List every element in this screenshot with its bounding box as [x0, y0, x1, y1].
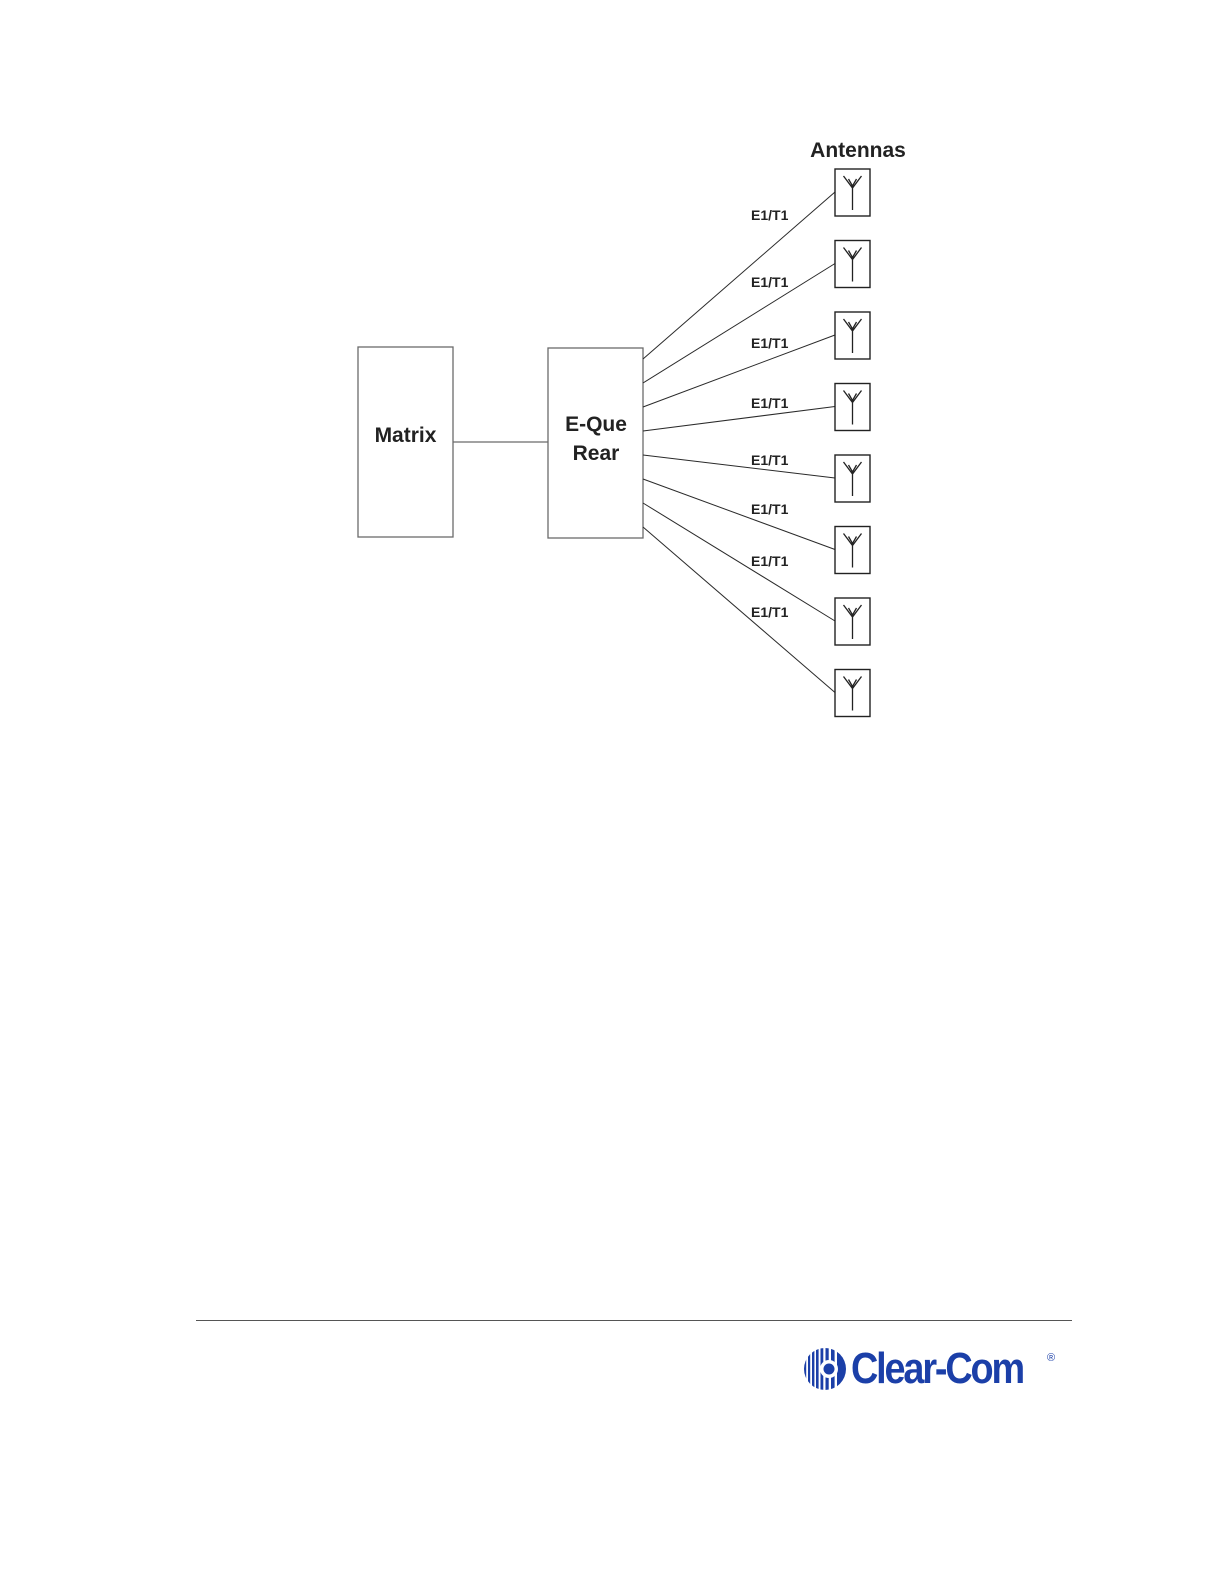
e1t1-link-label: E1/T1	[751, 553, 789, 569]
clear-com-logo-mark-icon	[803, 1344, 847, 1394]
antenna	[835, 241, 870, 288]
e1t1-link-line	[643, 455, 835, 478]
antenna	[835, 527, 870, 574]
e1t1-link-label: E1/T1	[751, 604, 789, 620]
antenna-list	[835, 169, 870, 717]
e1t1-link-line	[643, 407, 835, 432]
e1t1-link-line	[643, 264, 835, 384]
clear-com-logo: Clear-Com ®	[803, 1344, 1051, 1394]
antennas-header: Antennas	[810, 139, 906, 162]
e1t1-link-line	[643, 479, 835, 550]
footer-divider	[196, 1320, 1072, 1321]
eque-rear-node: E-Que Rear	[548, 348, 643, 538]
antenna	[835, 312, 870, 359]
matrix-label: Matrix	[375, 424, 437, 447]
registered-mark: ®	[1047, 1352, 1055, 1364]
e1t1-link-label: E1/T1	[751, 452, 789, 468]
e1t1-link-label: E1/T1	[751, 395, 789, 411]
antenna	[835, 384, 870, 431]
e1t1-link-line	[643, 335, 835, 407]
e1t1-link-label: E1/T1	[751, 335, 789, 351]
clear-com-wordmark: Clear-Com	[851, 1344, 1023, 1394]
eque-label-line1: E-Que	[565, 413, 627, 436]
e1t1-link-label: E1/T1	[751, 501, 789, 517]
e1t1-link-label: E1/T1	[751, 207, 789, 223]
e1t1-link-label: E1/T1	[751, 274, 789, 290]
antenna	[835, 670, 870, 717]
antenna	[835, 169, 870, 216]
eque-label-line2: Rear	[573, 442, 620, 465]
matrix-node: Matrix	[358, 347, 453, 537]
e1t1-link-line	[643, 192, 835, 359]
antenna	[835, 598, 870, 645]
e1t1-link-line	[643, 503, 835, 621]
antenna	[835, 455, 870, 502]
e1t1-link-line	[643, 527, 835, 693]
